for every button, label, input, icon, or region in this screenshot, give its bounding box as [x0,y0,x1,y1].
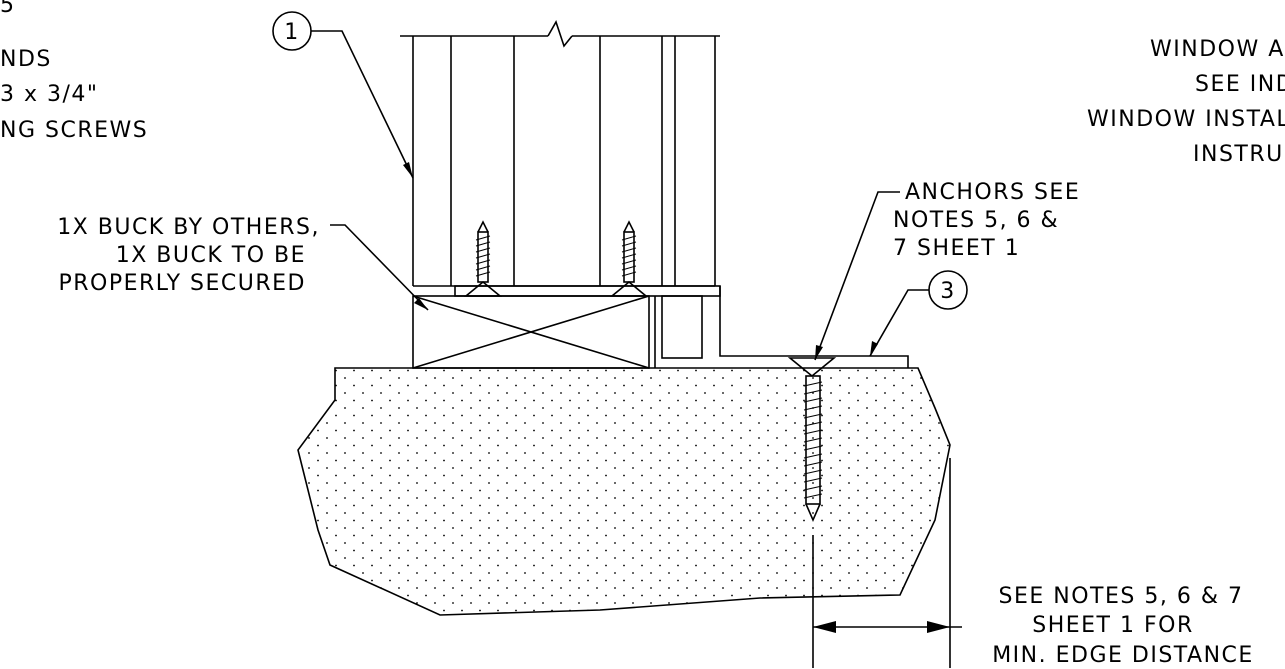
note-anchors-line-3: 7 SHEET 1 [893,236,1020,261]
callout-3-text: 3 [940,279,956,304]
note-top-right-line-4: INSTRU [1193,142,1284,167]
edge-distance-dimension [812,458,962,668]
note-top-left-line-4: NG SCREWS [0,118,148,143]
anchors-leader [814,191,900,361]
note-buck: 1X BUCK BY OTHERS, 1X BUCK TO BE PROPERL… [57,215,320,296]
window-frame [400,20,720,287]
note-anchors-line-1: ANCHORS SEE [905,180,1080,205]
installation-screw-right [609,220,649,297]
concrete-anchor [787,357,837,522]
callout-bubble-3: 3 [869,270,968,357]
note-top-left-line-3: 3 x 3/4" [0,82,99,107]
installation-screw-left [463,220,503,297]
concrete-substrate [297,367,951,616]
note-buck-line-1: 1X BUCK BY OTHERS, [57,215,320,240]
note-edge-line-1: SEE NOTES 5, 6 & 7 [999,584,1244,609]
note-top-right: WINDOW A SEE INDI WINDOW INSTAL INSTRU [1087,37,1285,167]
note-top-left-line-2: NDS [0,47,52,72]
note-anchors-line-2: NOTES 5, 6 & [893,208,1059,233]
buck-leader [330,224,429,311]
note-edge-distance: SEE NOTES 5, 6 & 7 SHEET 1 FOR MIN. EDGE… [992,584,1254,668]
note-top-right-line-3: WINDOW INSTAL [1087,107,1285,132]
note-top-right-line-1: WINDOW A [1150,37,1285,62]
note-top-right-line-2: SEE INDI [1195,72,1285,97]
note-edge-line-3: MIN. EDGE DISTANCE [992,643,1254,668]
sill-extrusion [454,285,909,368]
callout-bubble-1: 1 [272,11,414,179]
note-buck-line-3: PROPERLY SECURED [58,271,306,296]
note-top-left: 5 NDS 3 x 3/4" NG SCREWS [0,0,148,143]
note-top-left-line-1: 5 [0,0,16,18]
note-edge-line-2: SHEET 1 FOR [1032,613,1194,638]
note-buck-line-2: 1X BUCK TO BE [116,243,306,268]
callout-1-text: 1 [284,20,300,45]
wood-buck [412,295,650,369]
note-anchors: ANCHORS SEE NOTES 5, 6 & 7 SHEET 1 [893,180,1080,261]
